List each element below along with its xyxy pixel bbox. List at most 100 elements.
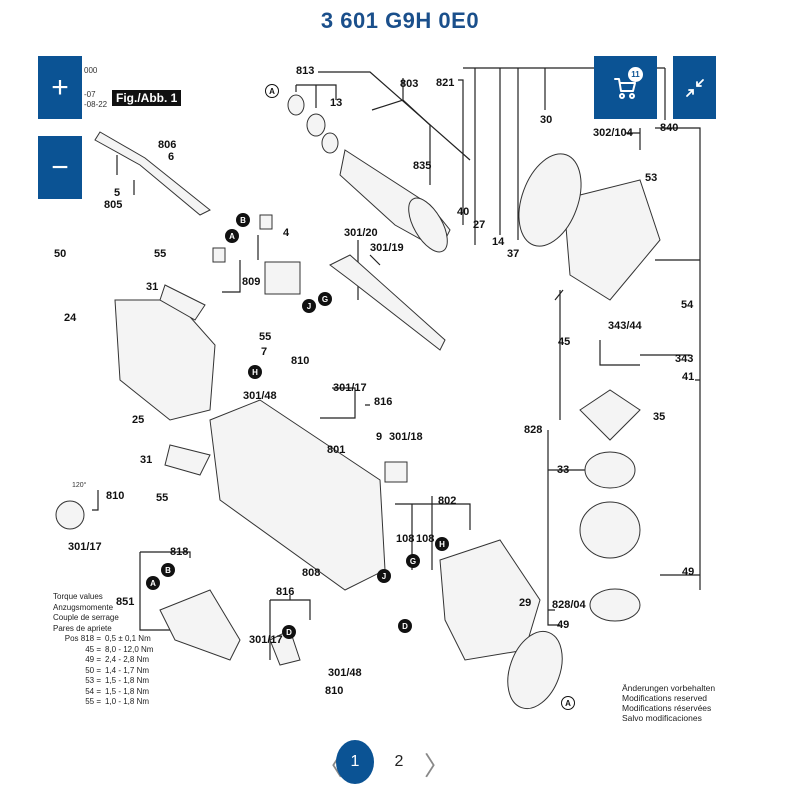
part-label[interactable]: 55: [156, 492, 169, 504]
part-label[interactable]: 810: [291, 355, 310, 367]
part-label[interactable]: 828/04: [552, 599, 586, 611]
drawing-header-line: -08-22: [84, 100, 108, 109]
part-label[interactable]: 810: [325, 685, 344, 697]
pagination: 〈 1 2 〉: [0, 740, 800, 784]
part-label[interactable]: 808: [302, 567, 321, 579]
part-label[interactable]: 13: [330, 97, 343, 109]
callout-marker: A: [146, 576, 160, 590]
part-label[interactable]: 302/104: [593, 127, 633, 139]
part-label[interactable]: 343/44: [608, 320, 642, 332]
part-label[interactable]: 851: [116, 596, 135, 608]
collapse-button[interactable]: [673, 56, 716, 119]
cord-shape: [94, 131, 211, 216]
part-label[interactable]: 40: [457, 206, 470, 218]
part-label[interactable]: 809: [242, 276, 261, 288]
motor-housing-shape: [209, 399, 386, 591]
minus-icon: −: [51, 150, 69, 184]
part-label[interactable]: 840: [660, 122, 679, 134]
part-label[interactable]: 108: [416, 533, 435, 545]
page-title: 3 601 G9H 0E0: [320, 8, 480, 33]
torque-value: 1,4 - 1,7 Nm: [105, 665, 150, 675]
page-1-button[interactable]: 1: [336, 740, 374, 784]
part-label[interactable]: 41: [682, 371, 695, 383]
part-label[interactable]: 53: [645, 172, 658, 184]
part-label[interactable]: 821: [436, 77, 455, 89]
part-label[interactable]: 5: [114, 187, 121, 199]
torque-value: 1,0 - 1,8 Nm: [105, 697, 150, 706]
part-label[interactable]: 55: [154, 248, 167, 260]
part-label[interactable]: 54: [681, 299, 694, 311]
part-label[interactable]: 14: [492, 236, 505, 248]
part-label[interactable]: 35: [653, 411, 666, 423]
part-label[interactable]: 49: [557, 619, 570, 631]
part-label[interactable]: 802: [438, 495, 457, 507]
torque-value: 0,5 ± 0,1 Nm: [105, 634, 151, 643]
part-label[interactable]: 31: [146, 281, 159, 293]
part-label[interactable]: 818: [170, 546, 189, 558]
callout-marker: J: [377, 569, 391, 583]
part-label[interactable]: 33: [557, 464, 570, 476]
page-2-button[interactable]: 2: [394, 753, 404, 770]
angle-note: 120°: [72, 482, 87, 489]
torque-pos: 55 =: [85, 697, 101, 706]
torque-pos: 53 =: [85, 676, 101, 685]
figure-label: Fig./Abb. 1: [112, 90, 182, 106]
torque-row: 55 = 1,0 - 1,8 Nm: [53, 697, 153, 708]
part-label[interactable]: 805: [104, 199, 123, 211]
part-label[interactable]: 49: [682, 566, 695, 578]
part-label[interactable]: 301/17: [333, 382, 367, 394]
cart-icon: [613, 77, 636, 99]
part-label[interactable]: 55: [259, 331, 272, 343]
torque-pos: 54 =: [85, 686, 101, 696]
part-label[interactable]: 810: [106, 490, 125, 502]
part-label[interactable]: 806: [158, 139, 177, 151]
part-label[interactable]: 301/17: [68, 541, 102, 553]
part-label[interactable]: 9: [376, 431, 383, 443]
callout-marker: D: [398, 619, 412, 633]
part-label[interactable]: 301/18: [389, 431, 423, 443]
part-label[interactable]: 7: [261, 346, 268, 358]
torque-value: 1,5 - 1,8 Nm: [105, 686, 150, 696]
part-label[interactable]: 30: [540, 114, 553, 126]
callout-marker: A: [561, 696, 575, 710]
part-label[interactable]: 45: [558, 336, 571, 348]
part-label[interactable]: 803: [400, 78, 419, 90]
next-page-button[interactable]: 〉: [424, 751, 451, 781]
part-label[interactable]: 828: [524, 424, 543, 436]
part-label[interactable]: 4: [283, 227, 290, 239]
housing-shape: [114, 299, 216, 421]
torque-heading: Torque values: [53, 592, 103, 601]
part-label[interactable]: 108: [396, 533, 415, 545]
callout-marker: J: [302, 299, 316, 313]
torque-row: Pos 818 = 0,5 ± 0,1 Nm: [53, 634, 153, 645]
part-label[interactable]: 343: [675, 353, 694, 365]
part-label[interactable]: 301/48: [243, 390, 277, 402]
part-label[interactable]: 37: [507, 248, 520, 260]
notice-line: Salvo modificaciones: [622, 713, 702, 723]
part-label[interactable]: 301/19: [370, 242, 404, 254]
torque-pos: Pos 818 =: [64, 634, 101, 643]
part-label[interactable]: 816: [374, 396, 393, 408]
part-label[interactable]: 24: [64, 312, 77, 324]
part-label[interactable]: 25: [132, 414, 145, 426]
zoom-in-button[interactable]: +: [38, 56, 82, 119]
part-label[interactable]: 27: [473, 219, 486, 231]
torque-value: 8,0 - 12,0 Nm: [105, 644, 154, 654]
part-label[interactable]: 816: [276, 586, 295, 598]
part-label[interactable]: 31: [140, 454, 153, 466]
cart-button[interactable]: 11: [594, 56, 657, 119]
part-label[interactable]: 813: [296, 65, 315, 77]
part-label[interactable]: 50: [54, 248, 67, 260]
notice-line: Modifications réservées: [622, 703, 712, 713]
part-label[interactable]: 801: [327, 444, 346, 456]
part-label[interactable]: 29: [519, 597, 532, 609]
zoom-out-button[interactable]: −: [38, 136, 82, 199]
part-label[interactable]: 301/17: [249, 634, 283, 646]
torque-heading: Anzugsmomente: [53, 602, 114, 612]
part-label[interactable]: 301/20: [344, 227, 378, 239]
callout-marker: G: [406, 554, 420, 568]
part-label[interactable]: 301/48: [328, 667, 362, 679]
part-label[interactable]: 835: [413, 160, 432, 172]
notice-line: Änderungen vorbehalten: [622, 683, 716, 693]
part-label[interactable]: 6: [168, 151, 175, 163]
